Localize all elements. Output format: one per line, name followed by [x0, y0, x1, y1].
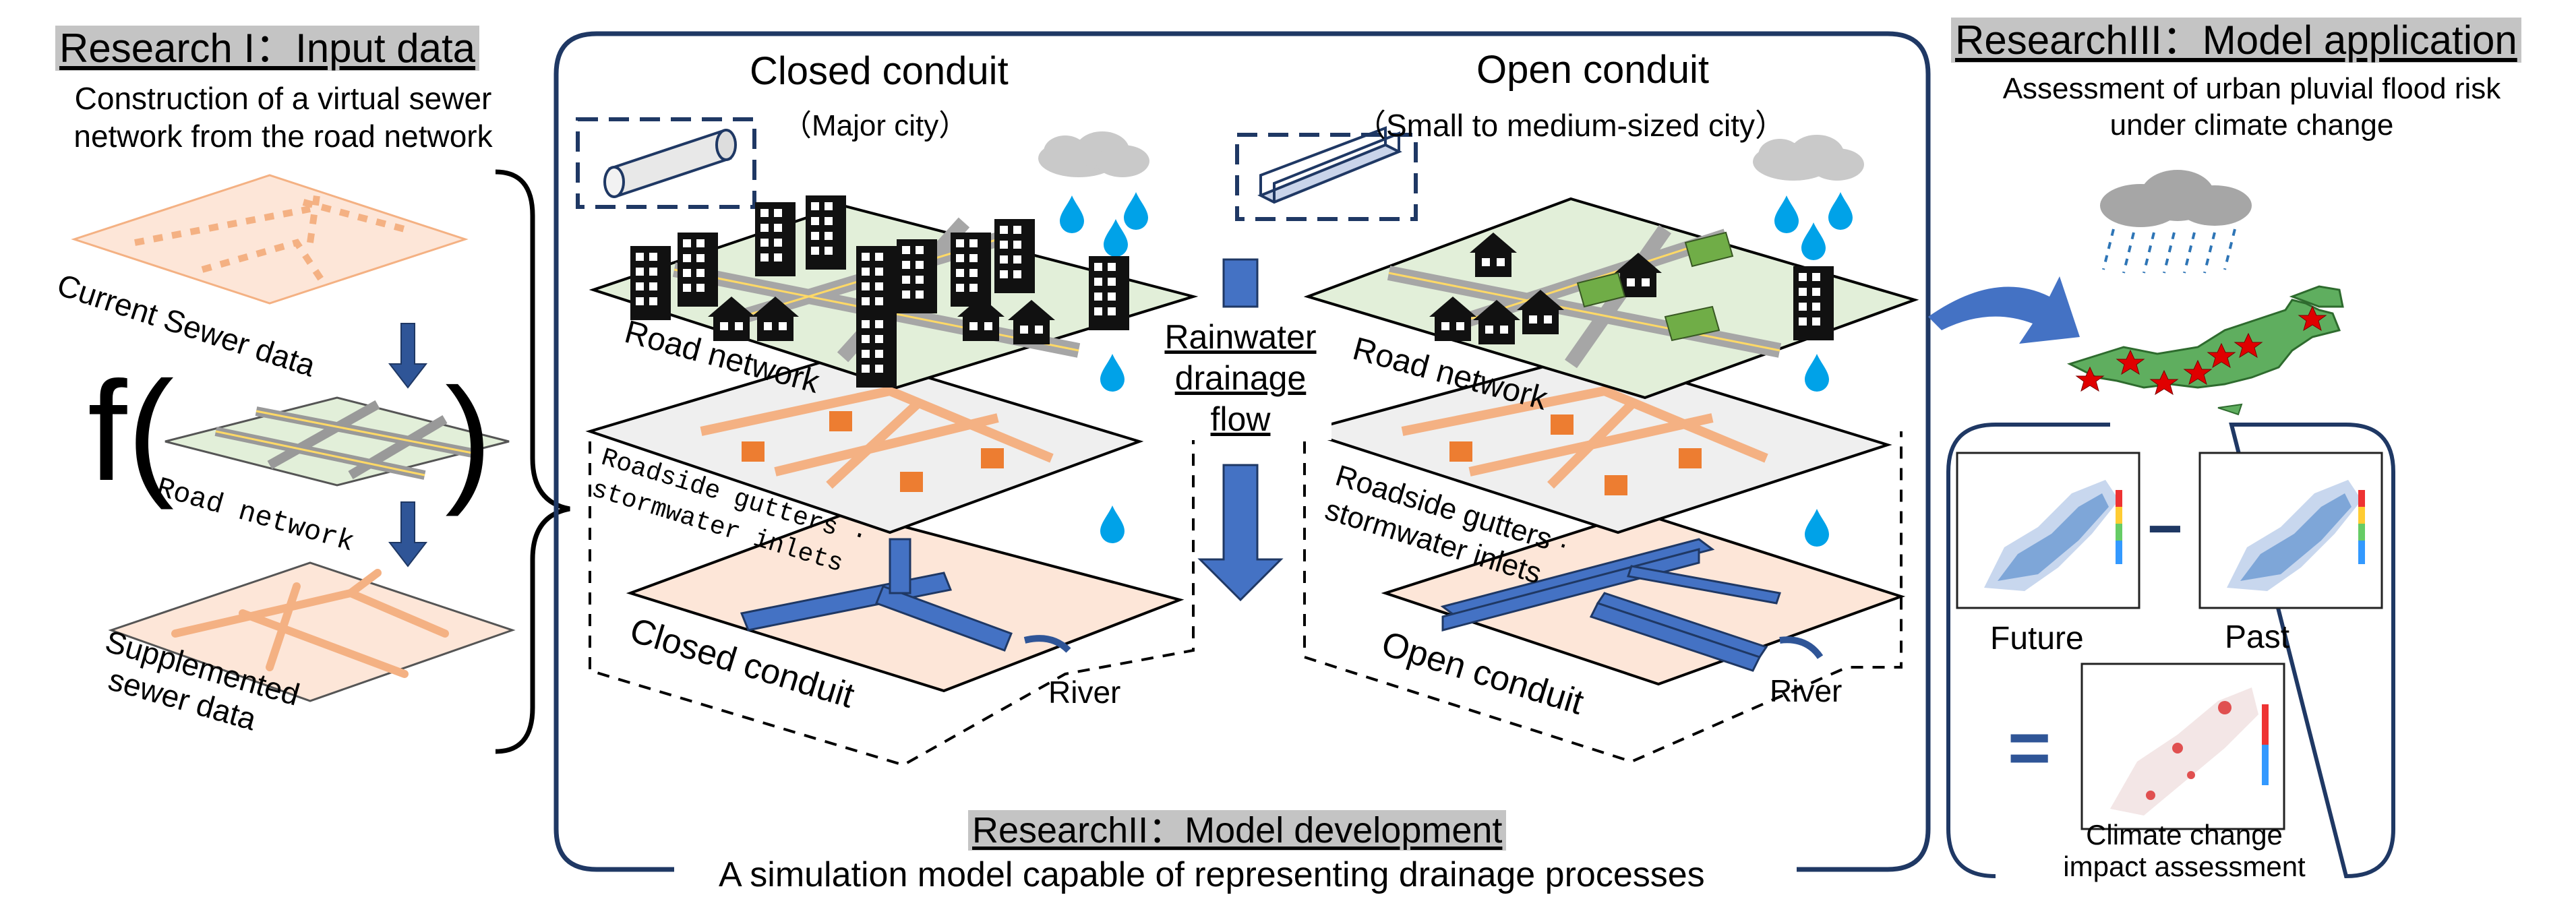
rain-cloud-icon [2100, 170, 2252, 274]
impact-label: Climate change impact assessment [2036, 819, 2333, 882]
research2-title: ResearchII：Model development [968, 810, 1507, 851]
building-icon [630, 246, 671, 320]
building-icon [897, 239, 937, 313]
research3-title: ResearchIII：Model application [1951, 18, 2521, 63]
flow-arrow-top [1222, 258, 1259, 308]
drainage-flow-label: Rainwater drainage flow [1149, 317, 1331, 440]
research1-subtitle: Construction of a virtual sewer network … [34, 80, 533, 155]
rain-cloud-icon [1038, 131, 1149, 177]
pipe-icon-box [576, 117, 756, 209]
equals-sign: = [2008, 706, 2051, 789]
japan-map-icon [2067, 285, 2344, 416]
impact-label-line1: Climate change [2086, 819, 2283, 851]
flood-map-icon [1956, 452, 2140, 609]
drainage-flow-line2: drainage [1174, 359, 1307, 397]
water-drop-icon [1060, 195, 1084, 233]
open-river-label: River [1770, 673, 1843, 708]
open-conduit-title: Open conduit [1476, 48, 1710, 92]
arrow-icon [1197, 464, 1284, 602]
open-conduit-stack [1299, 197, 1919, 764]
supplemented-sewer-layer [108, 561, 516, 702]
water-drop-icon [1100, 505, 1125, 543]
building-icon [1089, 256, 1129, 330]
closed-conduit-title: Closed conduit [750, 49, 1009, 93]
water-drop-icon [1104, 219, 1128, 257]
building-icon [806, 195, 846, 270]
water-drop-icon [1100, 354, 1125, 392]
arrow-icon [388, 501, 428, 567]
pipe-icon [603, 129, 737, 198]
drainage-flow-line1: Rainwater [1164, 318, 1317, 356]
flood-map-icon [2198, 452, 2383, 609]
research2-frame [553, 31, 1931, 872]
research1-title: Research I：Input data [55, 26, 480, 71]
research3-subtitle: Assessment of urban pluvial flood risk u… [1942, 71, 2562, 143]
closed-river-label: River [1048, 675, 1121, 710]
future-label: Future [1990, 621, 2084, 656]
research2-subtitle: A simulation model capable of representi… [719, 855, 1705, 894]
arrow-icon [1928, 276, 2080, 344]
water-drop-icon [1805, 509, 1829, 547]
research1-subtitle-line2: network from the road network [73, 119, 493, 154]
water-drop-icon [1124, 192, 1148, 230]
water-drop-icon [1805, 354, 1829, 392]
impact-label-line2: impact assessment [2063, 851, 2306, 883]
minus-sign: − [2147, 495, 2183, 563]
research3-subtitle-line2: under climate change [2109, 108, 2394, 142]
flood-map-icon [2080, 663, 2285, 830]
building-icon [755, 202, 796, 276]
building-icon [678, 233, 718, 307]
research3-frame [1946, 423, 2395, 879]
research3-subtitle-line1: Assessment of urban pluvial flood risk [2002, 72, 2501, 105]
channel-icon-box [1235, 133, 1418, 221]
research1-diagram [71, 169, 570, 754]
closed-conduit-subtitle: （Major city） [782, 109, 969, 142]
arrow-icon [388, 323, 428, 389]
past-label: Past [2225, 619, 2290, 655]
building-icon [856, 246, 897, 320]
research1-subtitle-line1: Construction of a virtual sewer [74, 81, 492, 116]
building-icon [856, 313, 897, 388]
channel-icon [1257, 126, 1402, 204]
open-conduit-subtitle: （Small to medium-sized city） [1355, 108, 1787, 143]
brace-icon [495, 169, 570, 754]
building-icon [994, 219, 1035, 293]
building-icon [951, 233, 991, 307]
drainage-flow-line3: flow [1210, 400, 1271, 438]
function-symbol: f( [88, 352, 175, 510]
building-icon [1793, 266, 1834, 340]
water-drop-icon [1801, 222, 1826, 260]
water-drop-icon [1774, 195, 1799, 233]
function-close: ) [445, 359, 492, 517]
water-drop-icon [1828, 192, 1853, 230]
current-sewer-layer [71, 174, 469, 305]
closed-conduit-stack [585, 195, 1199, 767]
